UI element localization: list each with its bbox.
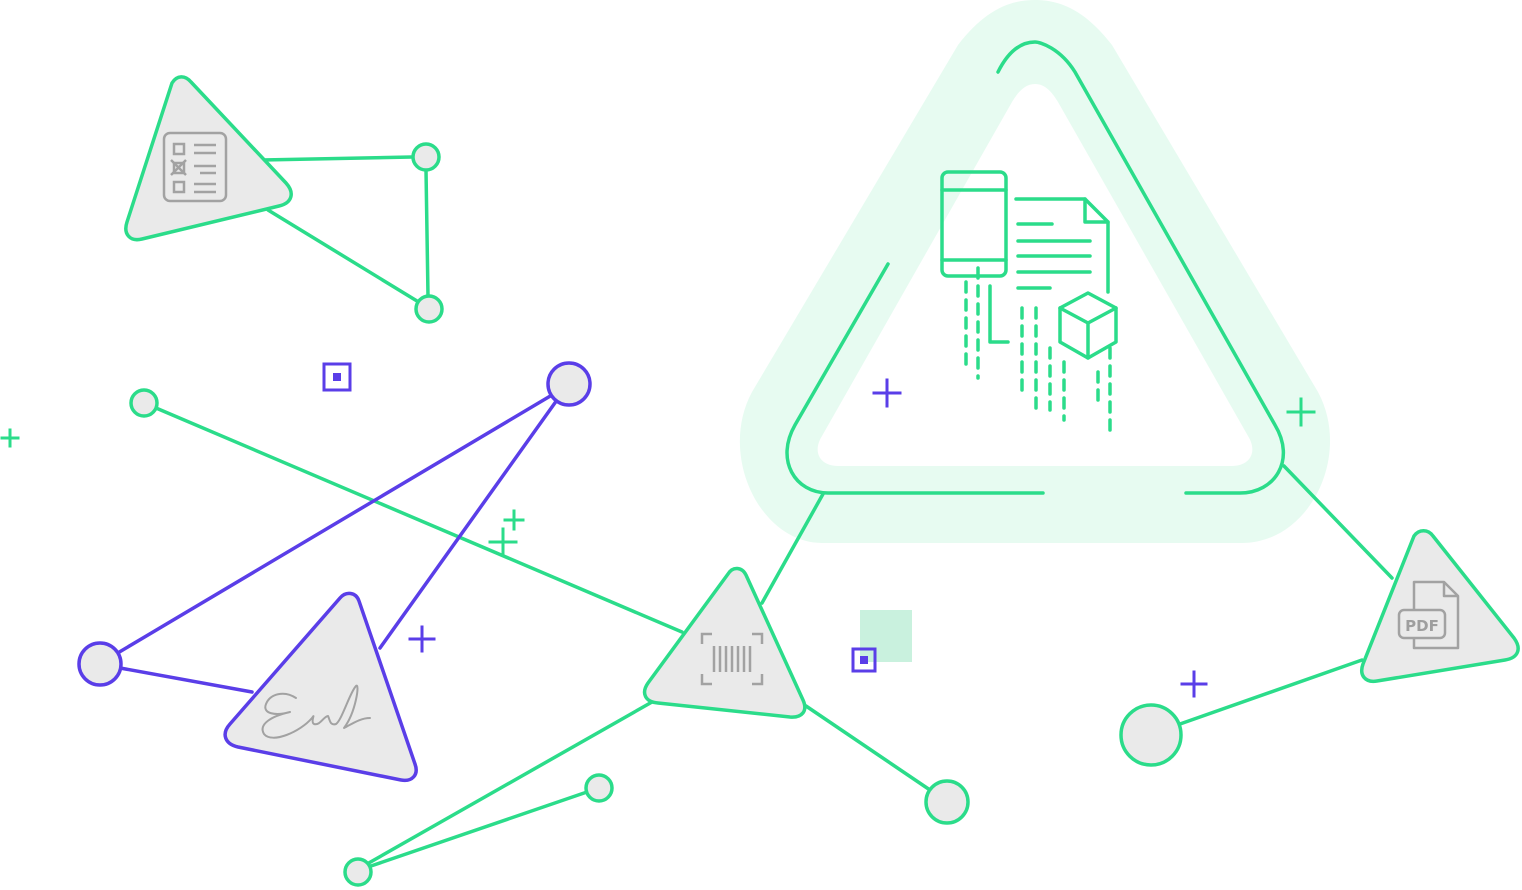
link-purple-big-to-left (114, 393, 554, 656)
link-barcode-to-bottom-right (804, 704, 932, 792)
central-triangle-soft-band (739, 0, 1331, 543)
signature-node (223, 591, 418, 783)
node-b (414, 294, 444, 324)
node-right-large (1119, 703, 1183, 767)
square-outline-mid (851, 647, 877, 673)
plus-icon (503, 509, 525, 531)
decorative-squares (322, 362, 912, 673)
link-node-c-to-barcode (154, 406, 684, 634)
square-dot-top (333, 373, 341, 381)
link-pdf-to-node (1178, 658, 1364, 726)
barcode-icon (700, 632, 764, 686)
link-barcode-to-bottom-left (365, 700, 654, 866)
square-outline-top (322, 362, 352, 392)
node-bottom-left (343, 857, 373, 887)
pdf-node: PDF (1360, 529, 1520, 684)
link-barcode-to-central (760, 492, 825, 605)
link-purple-big-to-signature (378, 398, 559, 650)
link-left-to-signature (118, 666, 254, 694)
node-c (129, 388, 159, 418)
circle-nodes (77, 142, 1183, 887)
node-purple-left (77, 641, 123, 687)
form-checklist-node (124, 75, 293, 242)
square-green-block (860, 610, 912, 662)
link-central-to-pdf (1282, 464, 1394, 580)
plus-icon (0, 428, 20, 448)
plus-icon (1286, 397, 1316, 427)
link-form-to-node-a (260, 155, 414, 162)
form-checklist-icon (162, 131, 228, 203)
barcode-node (642, 566, 807, 719)
plus-icon (872, 378, 902, 408)
plus-icon (1180, 670, 1208, 698)
pdf-file-icon (1397, 580, 1460, 650)
node-bottom-small (584, 773, 614, 803)
plus-icon (408, 625, 436, 653)
decorative-plus-signs (0, 378, 1316, 698)
plus-icon (488, 527, 518, 557)
signature-icon (261, 684, 371, 739)
link-node-a-to-node-b (424, 168, 430, 298)
square-dot-mid (860, 656, 868, 664)
link-bottom-left-to-small (369, 790, 589, 868)
link-form-to-node-b (266, 208, 419, 303)
mobile-document-package-icon (940, 170, 1118, 434)
pdf-label: PDF (1405, 617, 1439, 635)
node-purple-large (546, 361, 592, 407)
node-a (411, 142, 441, 172)
connectors (114, 155, 1394, 868)
central-triangle-outline-right (996, 40, 1286, 495)
node-bottom-right (924, 779, 970, 825)
